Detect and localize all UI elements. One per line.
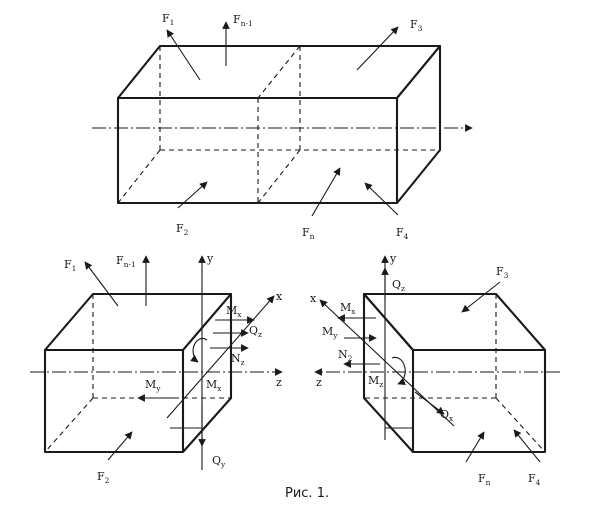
force-F2-arrow [177,181,208,209]
label-F3: F3 [410,18,423,33]
label-N2-right: N2 [338,348,353,363]
right-cut-part: z y x F3 Fn F4 Qz Mx My N2 Mz Qx [310,252,560,487]
top-body-right-face [396,44,442,204]
force-F4-arrow-right [513,429,541,463]
left-x-label: x [276,290,283,303]
label-F2-left: F2 [97,470,110,485]
force-Fn-arrow [311,167,341,217]
label-My-right: My [322,325,338,340]
internal-Qx-arrow-right [414,391,445,415]
top-whole-body: F1 Fn-1 F3 F2 Fn F4 [92,12,473,241]
right-part-top-face [362,292,547,352]
force-F1-arrow-left [84,261,119,307]
force-F1-arrow [166,29,201,81]
right-part-cut-face [362,292,414,453]
right-z-label: z [316,376,322,389]
label-Nz-left: Nz [231,352,245,367]
force-F4-arrow [364,182,399,216]
force-F2-arrow-left [107,431,133,461]
label-Mx-left: Mx [226,304,242,319]
left-y-label: y [206,252,214,265]
label-F1: F1 [162,12,174,27]
force-F3-arrow [356,26,399,71]
label-Qx-right: Qx [440,408,454,423]
label-Qz-right: Qz [392,278,405,293]
label-F4-right: F4 [528,472,541,487]
label-F3-right: F3 [496,265,509,280]
label-Qy-left: Qy [212,454,226,469]
top-body-top-face [116,44,442,100]
left-part-cut-face [182,292,233,453]
left-x-axis [166,295,275,419]
label-F1-left: F1 [64,258,76,273]
label-Fn-right: Fn [478,472,491,487]
label-Mz-right: Mz [368,374,383,389]
left-cut-part: z y x F1 Fn-1 F2 Mx Qz Nz My Mx Qy [30,252,283,485]
section-plane-edge [257,45,301,99]
force-F3-arrow-right [461,281,501,313]
force-Fn-arrow-right [465,431,485,463]
right-part-front-face [411,348,547,454]
internal-Mz-arc-left [190,337,208,363]
label-F2: F2 [176,222,189,237]
label-Fn: Fn [302,226,315,241]
label-Mz-left: Mx [206,378,222,393]
left-part-top-face [43,292,233,352]
label-Fn-1-left: Fn-1 [116,254,136,269]
label-Fn-1: Fn-1 [233,13,253,28]
internal-Mz-arc-right [391,356,406,385]
right-x-label: x [310,292,317,305]
figure-caption: Рис. 1. [285,486,329,501]
label-Qz-left: Qz [249,324,262,339]
label-My-left: My [145,378,161,393]
left-part-front-face [43,348,185,454]
left-z-label: z [276,376,282,389]
label-F4: F4 [396,226,409,241]
label-Mx-right: Mx [340,301,356,316]
right-y-label: y [389,252,397,265]
